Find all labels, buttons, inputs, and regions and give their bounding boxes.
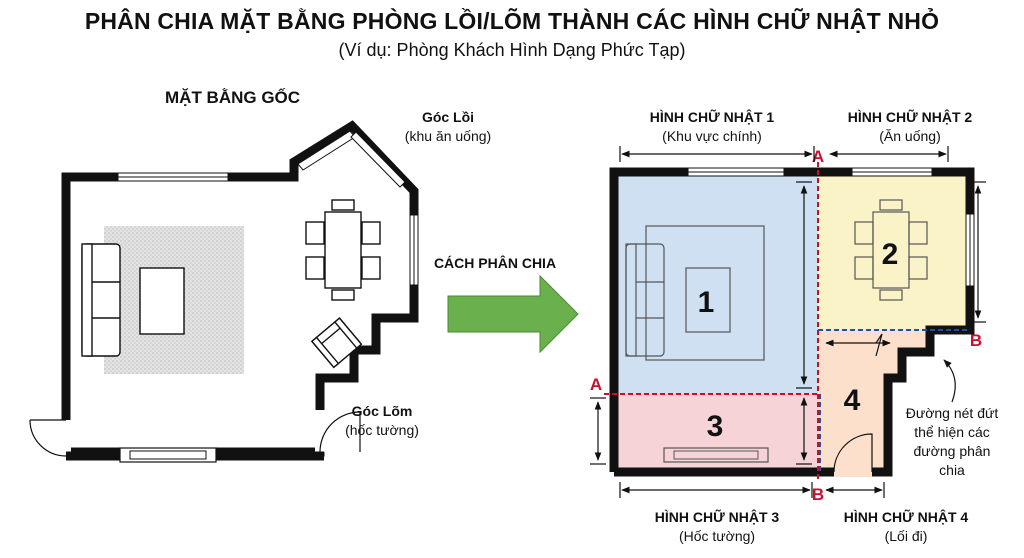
window-icon <box>350 131 406 188</box>
rectangle-4-number: 4 <box>844 384 861 417</box>
rectangle-1-area <box>618 176 818 394</box>
rectangle-2-note: (Ăn uống) <box>879 128 940 144</box>
note-pointer-arrow <box>943 359 956 403</box>
sofa-icon <box>625 243 665 357</box>
divided-walls <box>609 167 975 477</box>
dashed-note-line-4: chia <box>939 462 965 478</box>
door-swing-icon <box>29 419 67 457</box>
dashed-note-line-1: Đường nét đứt <box>906 405 999 421</box>
coffee-table <box>139 267 185 335</box>
arrow-label: CÁCH PHÂN CHIA <box>434 254 556 271</box>
concave-corner-note: (hốc tường) <box>345 422 419 438</box>
cabinet <box>663 447 769 463</box>
rug <box>645 225 765 361</box>
division-arrow: CÁCH PHÂN CHIA <box>434 254 579 354</box>
rectangle-3-note: (Hốc tường) <box>679 528 755 544</box>
door-swing-icon <box>319 411 361 453</box>
rectangle-4-area <box>818 330 930 472</box>
rectangle-4-title: HÌNH CHỮ NHẬT 4 <box>844 508 969 525</box>
marker-a-top: A <box>812 147 824 166</box>
right-arrow-icon <box>447 274 579 354</box>
original-plan: MẶT BẰNG GỐC <box>29 87 491 463</box>
dimension-lines <box>590 146 986 498</box>
convex-corner-label: Góc Lồi <box>422 109 474 125</box>
rectangle-1-number: 1 <box>698 286 715 319</box>
rectangle-2-title: HÌNH CHỮ NHẬT 2 <box>848 108 973 125</box>
rectangle-2-area <box>818 176 966 330</box>
rectangle-4-note: (Lối đi) <box>885 528 928 544</box>
rectangle-3-area <box>618 394 818 468</box>
rectangle-1-note: (Khu vực chính) <box>662 128 762 144</box>
concave-corner-label: Góc Lõm <box>352 403 413 419</box>
dashed-note-line-2: thể hiện các <box>914 424 990 440</box>
page-title: PHÂN CHIA MẶT BẰNG PHÒNG LỒI/LÕM THÀNH C… <box>84 8 940 34</box>
marker-a-left: A <box>590 375 602 394</box>
rectangle-3-number: 3 <box>707 410 724 443</box>
dashed-note-line-3: đường phân <box>914 443 991 459</box>
door-swing-icon <box>833 433 873 473</box>
armchair-icon <box>310 317 363 369</box>
page-subtitle: (Ví dụ: Phòng Khách Hình Dạng Phức Tạp) <box>338 40 686 60</box>
coffee-table <box>685 267 731 333</box>
rectangle-1-title: HÌNH CHỮ NHẬT 1 <box>650 108 775 125</box>
rectangle-3-title: HÌNH CHỮ NHẬT 3 <box>655 508 780 525</box>
divided-plan: 1 2 3 4 A A B B <box>590 108 999 544</box>
original-walls <box>61 120 419 457</box>
marker-b-right: B <box>970 331 982 350</box>
sofa-icon <box>81 243 121 357</box>
rectangle-2-number: 2 <box>882 238 899 271</box>
dining-table-icon <box>305 199 381 301</box>
convex-corner-note: (khu ăn uống) <box>405 128 491 144</box>
marker-b-bottom: B <box>812 485 824 504</box>
original-plan-heading: MẶT BẰNG GỐC <box>165 87 300 107</box>
dining-table-icon <box>854 199 928 301</box>
